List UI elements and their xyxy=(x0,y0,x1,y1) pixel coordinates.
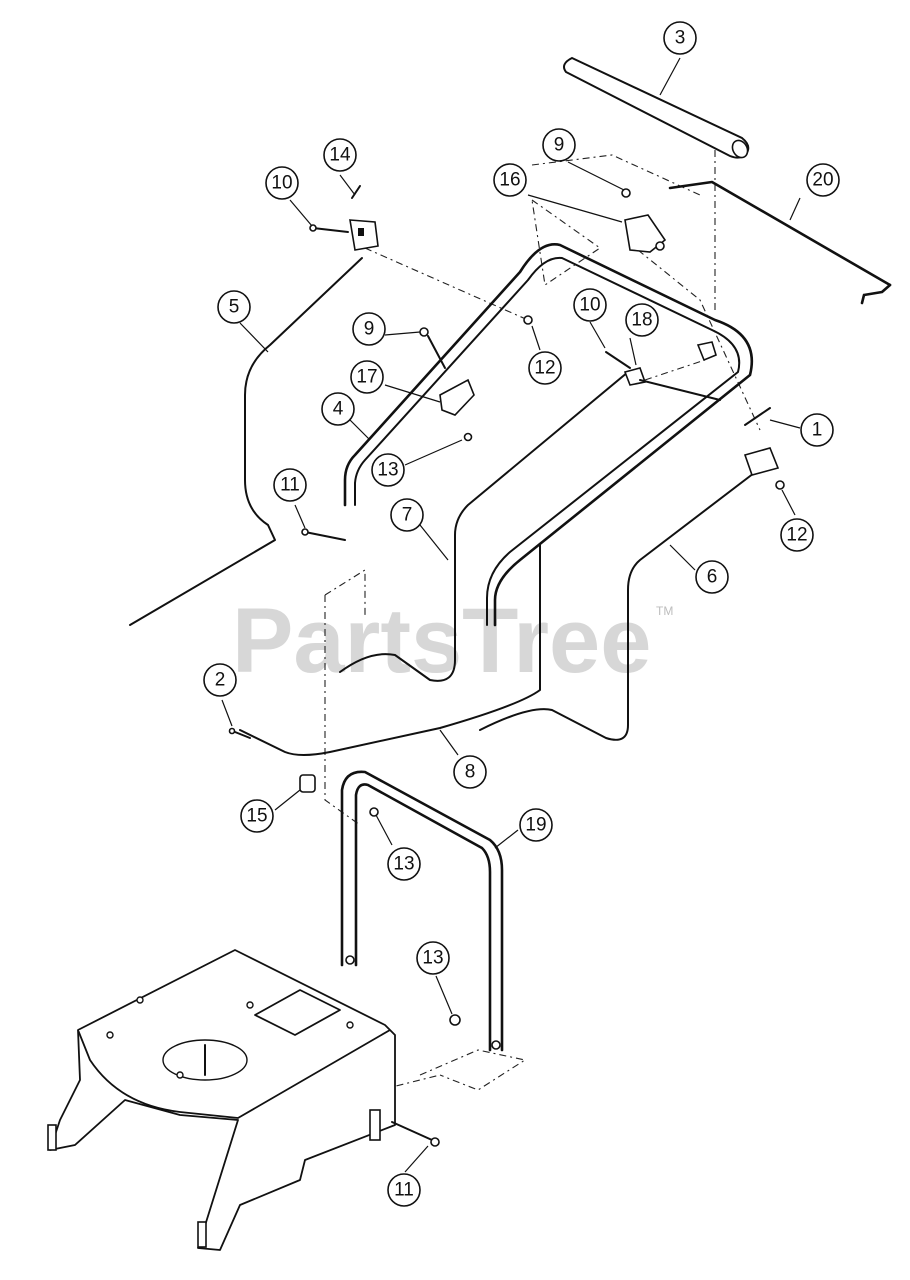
callout-13-mid: 13 xyxy=(387,847,421,881)
callout-2: 2 xyxy=(203,663,237,697)
assembly-lines xyxy=(324,150,761,1091)
part-7-cable xyxy=(339,371,629,682)
svg-text:9: 9 xyxy=(364,319,375,340)
callout-18: 18 xyxy=(625,303,659,337)
callout-7: 7 xyxy=(390,498,424,532)
callout-14: 14 xyxy=(323,138,357,172)
leader-lines xyxy=(221,57,801,1173)
callout-11-lower: 11 xyxy=(387,1173,421,1207)
watermark-text: PartsTree xyxy=(232,590,651,692)
svg-text:9: 9 xyxy=(554,135,565,156)
callout-1: 1 xyxy=(800,413,834,447)
svg-text:1: 1 xyxy=(812,420,823,441)
part-3-grip-tube xyxy=(563,56,750,159)
svg-text:16: 16 xyxy=(499,170,520,191)
svg-text:20: 20 xyxy=(812,170,833,191)
callout-10-left: 10 xyxy=(265,166,299,200)
svg-text:12: 12 xyxy=(786,525,807,546)
svg-text:17: 17 xyxy=(356,367,377,388)
svg-text:13: 13 xyxy=(377,460,398,481)
part-14-pin xyxy=(351,185,361,199)
svg-text:15: 15 xyxy=(246,806,267,827)
svg-text:4: 4 xyxy=(333,399,344,420)
svg-text:13: 13 xyxy=(393,854,414,875)
svg-text:12: 12 xyxy=(534,358,555,379)
part-20-control-rod xyxy=(668,180,892,305)
part-4-upper-handle xyxy=(343,243,754,627)
svg-text:14: 14 xyxy=(329,145,351,166)
callout-8: 8 xyxy=(453,755,487,789)
svg-text:2: 2 xyxy=(215,670,226,691)
part-16-bracket xyxy=(621,188,667,253)
svg-text:7: 7 xyxy=(402,505,413,526)
callout-11-upper: 11 xyxy=(273,468,307,502)
part-9-mid-bolt xyxy=(419,327,446,369)
part-11-lower-bolt xyxy=(391,1121,440,1147)
part-6-cable xyxy=(479,469,759,741)
part-11-upper-bolt xyxy=(301,528,346,541)
part-15-bushing xyxy=(299,774,316,793)
part-10-left-bolt xyxy=(309,224,349,233)
callout-9-top: 9 xyxy=(542,128,576,162)
callout-12-mid: 12 xyxy=(528,351,562,385)
callout-20: 20 xyxy=(806,163,840,197)
callout-13-upper: 13 xyxy=(371,453,405,487)
svg-text:18: 18 xyxy=(631,310,652,331)
part-5-cable xyxy=(129,257,363,626)
watermark-trademark: TM xyxy=(656,604,673,618)
callout-13-lower: 13 xyxy=(416,941,450,975)
svg-text:10: 10 xyxy=(271,173,292,194)
svg-text:5: 5 xyxy=(229,297,240,318)
callout-16: 16 xyxy=(493,163,527,197)
part-19-lower-handle xyxy=(340,770,504,1052)
callouts: 3 14 10 9 16 20 5 10 18 9 12 17 4 1 13 1… xyxy=(203,21,840,1207)
left-control-bracket xyxy=(349,219,379,251)
callout-4: 4 xyxy=(321,392,355,426)
part-12-mid-nut xyxy=(523,315,533,325)
svg-text:10: 10 xyxy=(579,295,600,316)
svg-text:6: 6 xyxy=(707,567,718,588)
part-18-bracket xyxy=(605,341,721,401)
svg-text:19: 19 xyxy=(525,815,546,836)
deck-housing xyxy=(47,949,396,1251)
callout-5: 5 xyxy=(217,290,251,324)
part-17-bracket xyxy=(439,378,475,442)
svg-text:11: 11 xyxy=(394,1180,414,1201)
svg-text:3: 3 xyxy=(675,28,686,49)
callout-19: 19 xyxy=(519,808,553,842)
callout-3: 3 xyxy=(663,21,697,55)
right-control-bracket xyxy=(743,447,785,490)
callout-6: 6 xyxy=(695,560,729,594)
part-8-cable xyxy=(239,544,541,756)
part-2-clip xyxy=(228,727,251,739)
svg-text:8: 8 xyxy=(465,762,476,783)
callout-17: 17 xyxy=(350,360,384,394)
part-1-pin xyxy=(744,407,771,426)
callout-12-right: 12 xyxy=(780,518,814,552)
callout-10-right: 10 xyxy=(573,288,607,322)
svg-text:11: 11 xyxy=(280,475,300,496)
callout-9-mid: 9 xyxy=(352,312,386,346)
part-13-lower-nut xyxy=(449,1014,461,1026)
svg-text:13: 13 xyxy=(422,948,443,969)
callout-15: 15 xyxy=(240,799,274,833)
